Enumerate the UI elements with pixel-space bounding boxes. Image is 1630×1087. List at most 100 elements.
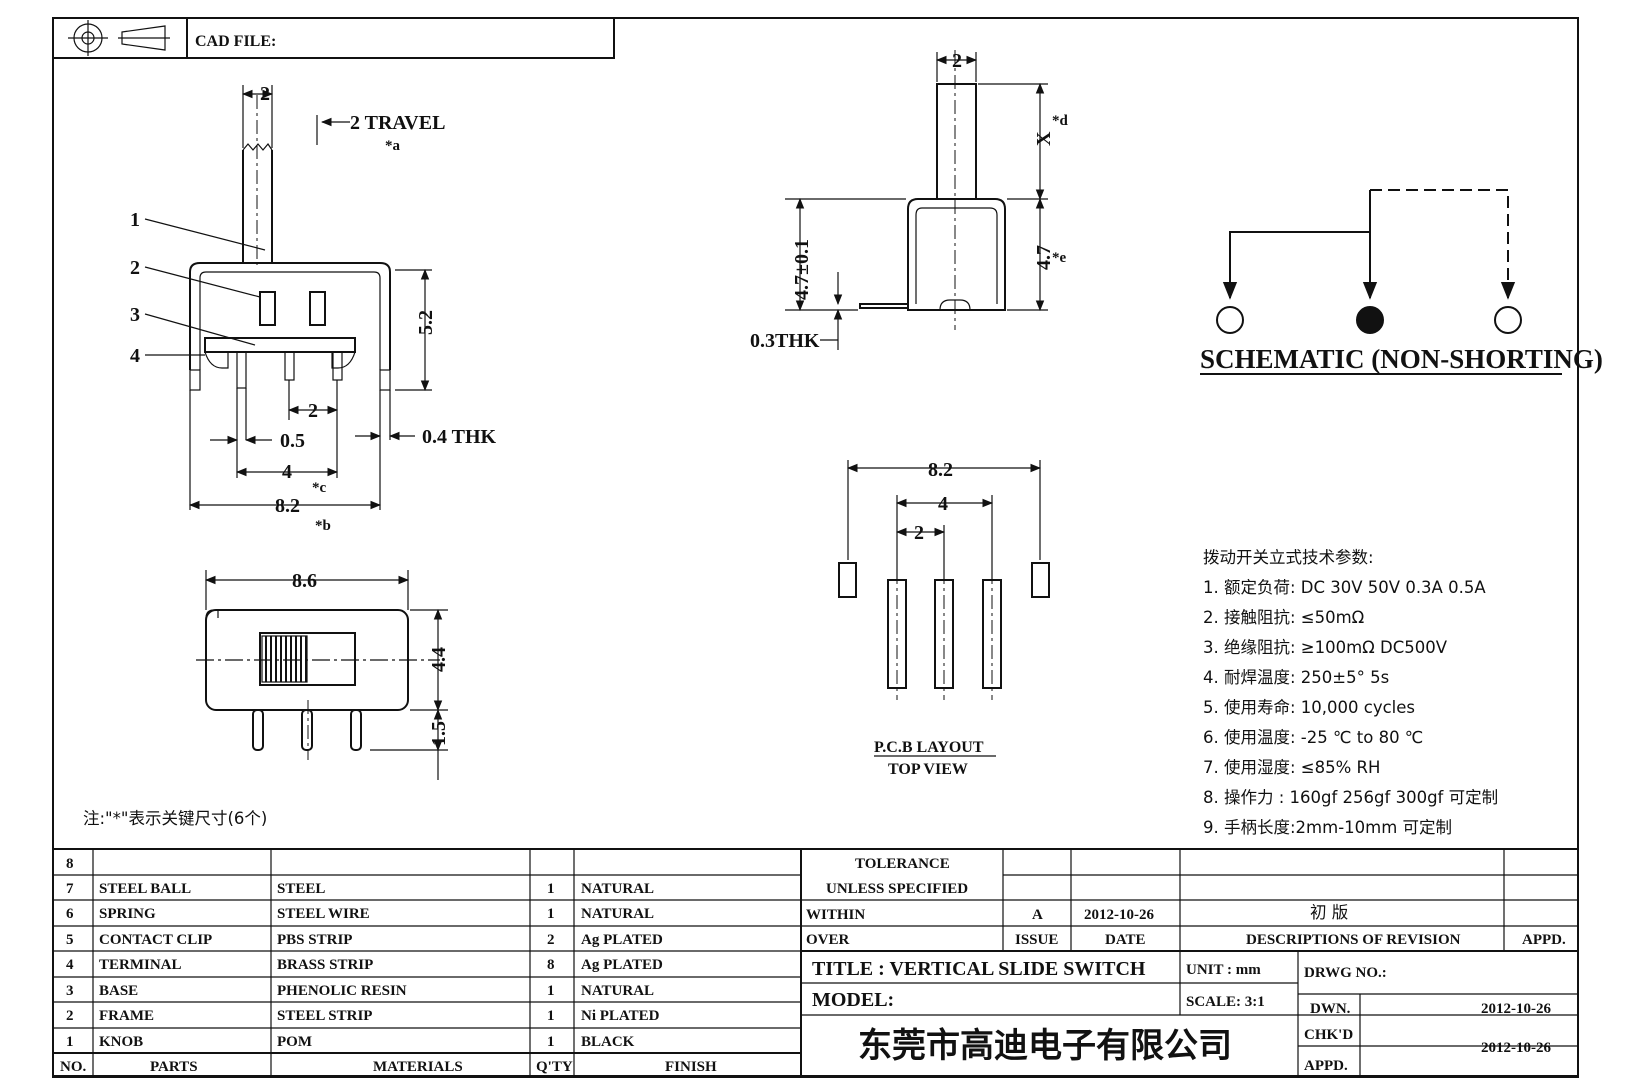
bom-cell-finish: NATURAL [581,983,654,999]
spec-item: 8. 操作力 : 160gf 256gf 300gf 可定制 [1203,788,1498,807]
within-label: WITHIN [806,907,865,923]
bom-cell-qty: 1 [547,906,555,922]
drawn-label: DWN. [1310,1001,1351,1017]
unless-specified-label: UNLESS SPECIFIED [826,881,968,897]
unit-label: UNIT : mm [1186,962,1261,978]
spec-item: 6. 使用温度: -25 ℃ to 80 ℃ [1203,728,1423,747]
spec-item: 7. 使用湿度: ≤85% RH [1203,758,1380,777]
schematic: SCHEMATIC (NON-SHORTING) [1200,189,1603,375]
bom-header-qty: Q'TY [536,1059,573,1075]
bom-cell-no: 5 [66,932,74,948]
bom-cell-part: SPRING [99,906,156,922]
drawn-date: 2012-10-26 [1481,1001,1551,1017]
bom-cell-no: 1 [66,1034,74,1050]
scale-label: SCALE: 3:1 [1186,994,1265,1010]
pcb-subtitle: TOP VIEW [888,761,968,778]
bom-cell-no: 7 [66,881,74,897]
dim-travel: 2 TRAVEL [350,112,445,134]
pcb-title: P.C.B LAYOUT [874,739,984,756]
bom-table: 8 7 STEEL BALL STEEL 1 NATURAL 6 SPRING … [52,848,802,1078]
spec-list: 拨动开关立式技术参数: 1. 额定负荷: DC 30V 50V 0.3A 0.5… [1203,548,1498,837]
pcb-dim-span: 4 [938,493,948,515]
pcb-dim-overall: 8.2 [928,459,953,481]
dim-lever-width: 2 [260,83,270,105]
over-label: OVER [806,932,850,948]
dim-height-5-2: 5.2 [415,310,437,335]
title-block: TOLERANCE UNLESS SPECIFIED WITHIN OVER A… [800,848,1579,1078]
bom-cell-finish: Ni PLATED [581,1008,660,1024]
bom-cell-material: PHENOLIC RESIN [277,983,407,999]
bom-cell-no: 3 [66,983,74,999]
revision-date: 2012-10-26 [1084,907,1154,923]
bom-cell-no: 6 [66,906,74,922]
bom-header-parts: PARTS [150,1059,198,1075]
dim-pin-length: 1.5 [428,721,450,746]
bom-cell-qty: 2 [547,932,555,948]
bom-cell-material: STEEL STRIP [277,1008,372,1024]
description-label: DESCRIPTIONS OF REVISION [1246,932,1461,948]
company-name: 东莞市高迪电子有限公司 [858,1026,1232,1066]
terminal-open-right-icon [1494,306,1522,334]
pcb-dim-pitch: 2 [914,522,924,544]
spec-item: 1. 额定负荷: DC 30V 50V 0.3A 0.5A [1203,578,1486,597]
projection-symbol-icon [68,20,170,56]
key-mark-a: *a [385,138,401,154]
bom-header-materials: MATERIALS [373,1059,463,1075]
spec-item: 3. 绝缘阻抗: ≥100mΩ DC500V [1203,638,1448,657]
key-dimension-note: 注:"*"表示关键尺寸(6个) [83,809,267,828]
bom-cell-part: KNOB [99,1034,143,1050]
cad-file-label: CAD FILE: [195,33,276,50]
dim-frame-thickness: 0.3THK [750,330,820,352]
dim-lever-length: X [1033,131,1055,146]
spec-title: 拨动开关立式技术参数: [1203,548,1374,567]
bom-cell-material: POM [277,1034,312,1050]
key-mark-e: *e [1052,250,1067,266]
dim-overall-width: 8.2 [275,495,300,517]
bom-cell-part: CONTACT CLIP [99,932,212,948]
approved-label: APPD. [1522,932,1566,948]
dim-top-length: 8.6 [292,570,317,592]
dim-pin-span: 4 [282,461,292,483]
revision-issue: A [1032,907,1043,923]
bom-cell-part: STEEL BALL [99,881,191,897]
checked-date: 2012-10-26 [1481,1040,1551,1056]
terminal-open-left-icon [1216,306,1244,334]
approved-label-2: APPD. [1304,1058,1348,1074]
spec-item: 4. 耐焊温度: 250±5° 5s [1203,668,1389,687]
bom-cell-no: 2 [66,1008,74,1024]
dim-body-height: 4.7 [1033,245,1055,270]
side-view: 1 2 3 4 2 2 TRAVEL *a 5.2 2 0.5 [130,83,497,534]
bom-cell-part: BASE [99,983,138,999]
bom-cell-qty: 1 [547,1008,555,1024]
spec-item: 2. 接触阻抗: ≤50mΩ [1203,608,1364,627]
pcb-layout: 8.2 4 2 P.C.B LAYOUT TOP VIEW [838,459,1050,778]
bom-cell-no: 8 [66,856,74,872]
dim-body-height-tol: 4.7±0.1 [791,239,813,300]
tolerance-label: TOLERANCE [855,856,950,872]
part-label-1: 1 [130,209,140,231]
bom-cell-finish: NATURAL [581,906,654,922]
bom-cell-qty: 8 [547,957,555,973]
spec-item: 9. 手柄长度:2mm-10mm 可定制 [1203,818,1452,837]
bom-header-no: NO. [60,1059,87,1075]
schematic-title: SCHEMATIC (NON-SHORTING) [1200,344,1603,374]
bom-cell-material: BRASS STRIP [277,957,373,973]
bom-cell-part: TERMINAL [99,957,182,973]
dim-front-lever: 2 [952,50,962,72]
dim-pin-pitch: 2 [308,400,318,422]
part-label-2: 2 [130,257,140,279]
date-label: DATE [1105,932,1146,948]
dim-thickness: 0.4 THK [422,426,497,448]
revision-description: 初 版 [1310,903,1348,922]
bom-cell-part: FRAME [99,1008,154,1024]
key-mark-b: *b [315,518,331,534]
cad-header: CAD FILE: [52,17,615,59]
model-label: MODEL: [812,989,894,1011]
key-mark-c: *c [312,480,327,496]
bom-cell-finish: NATURAL [581,881,654,897]
bom-cell-finish: BLACK [581,1034,635,1050]
spec-item: 5. 使用寿命: 10,000 cycles [1203,698,1415,717]
dim-pin-width: 0.5 [280,430,305,452]
dim-top-width: 4.4 [428,647,450,672]
part-label-4: 4 [130,345,140,367]
